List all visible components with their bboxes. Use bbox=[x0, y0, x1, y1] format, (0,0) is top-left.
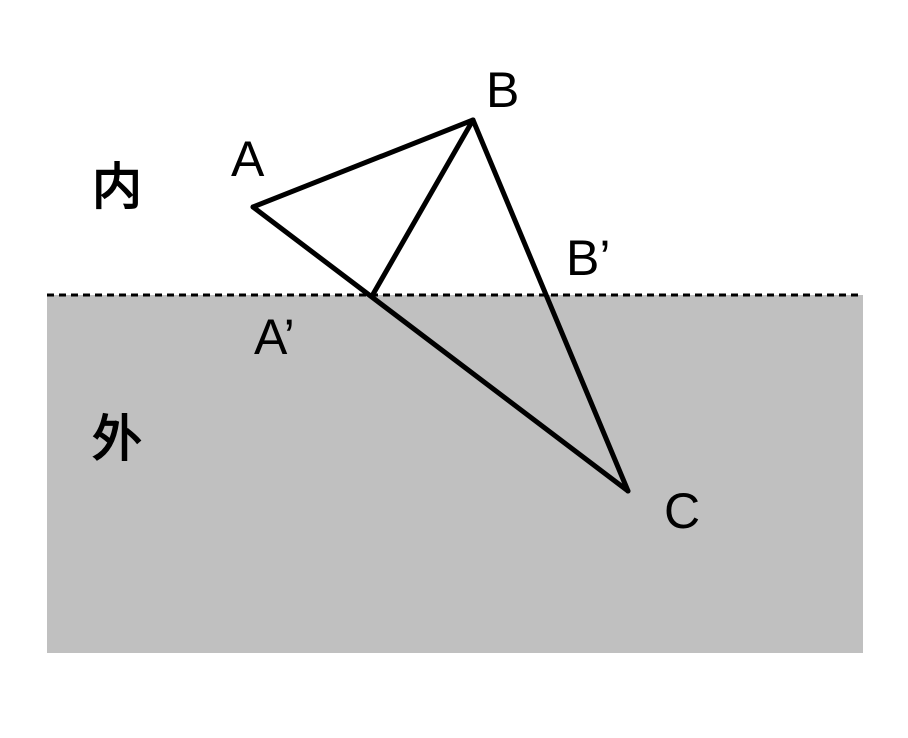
edge-a-c bbox=[250, 204, 631, 494]
edge-b-a-prime bbox=[369, 117, 476, 299]
outside-region bbox=[47, 295, 863, 653]
vertex-label-b: B bbox=[486, 62, 519, 118]
edge-a-b bbox=[250, 117, 476, 210]
edge-b-c bbox=[470, 117, 631, 494]
vertex-label-a: A bbox=[231, 131, 265, 187]
inside-region-label: 内 bbox=[92, 158, 142, 216]
vertex-label-b-prime: B’ bbox=[566, 230, 610, 286]
vertex-label-c: C bbox=[664, 483, 700, 539]
outside-region-label: 外 bbox=[92, 410, 142, 468]
vertex-label-a-prime: A’ bbox=[254, 309, 295, 365]
